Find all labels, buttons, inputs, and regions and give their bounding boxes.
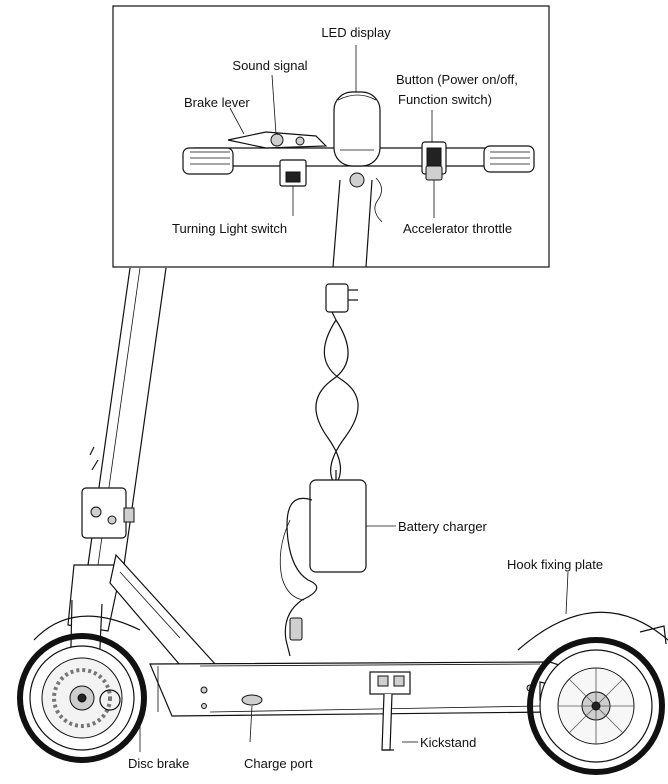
label-battery-charger: Battery charger — [398, 519, 488, 534]
kickstand — [369, 671, 411, 751]
leader-charge-port — [249, 705, 253, 743]
scooter — [17, 267, 668, 775]
charger-connector — [289, 617, 303, 641]
hook-fixing-plate — [639, 625, 667, 645]
inset-turning-light-switch — [279, 159, 307, 187]
charger — [279, 283, 396, 657]
label-button-line2: Function switch) — [398, 92, 492, 107]
charger-dc-cable — [284, 497, 318, 657]
front-wheel — [17, 633, 147, 763]
label-kickstand: Kickstand — [420, 735, 476, 750]
label-led-display: LED display — [321, 25, 391, 40]
inset-stem — [332, 172, 383, 268]
label-disc-brake: Disc brake — [128, 756, 189, 771]
folding-clamp — [81, 446, 135, 539]
frame-neck — [109, 553, 218, 666]
inset-led-display — [333, 91, 381, 167]
right-grip — [483, 145, 535, 173]
left-grip — [182, 147, 234, 175]
label-brake-lever: Brake lever — [184, 95, 250, 110]
label-turning-light-switch: Turning Light switch — [172, 221, 287, 236]
label-sound-signal: Sound signal — [232, 58, 307, 73]
handlebar-inset: LED display Sound signal Brake lever But… — [112, 5, 550, 268]
charger-plug — [325, 283, 349, 313]
disc-brake — [99, 689, 121, 711]
rear-fender — [517, 611, 668, 651]
deck — [149, 661, 581, 717]
label-charge-port: Charge port — [244, 756, 313, 771]
inset-frame — [112, 5, 550, 268]
leader-brake — [229, 107, 245, 135]
label-button-line1: Button (Power on/off, — [396, 72, 518, 87]
label-hook-fixing-plate: Hook fixing plate — [507, 557, 603, 572]
charger-brick — [309, 479, 367, 573]
front-fender — [33, 615, 141, 641]
inset-brake-lever — [227, 131, 328, 149]
rear-wheel — [527, 637, 665, 775]
charge-port — [241, 694, 263, 706]
label-accelerator-throttle: Accelerator throttle — [403, 221, 512, 236]
charger-ac-cable — [315, 319, 359, 489]
leader-hook — [565, 571, 569, 615]
leader-sound — [271, 74, 277, 135]
inset-accelerator — [421, 141, 447, 181]
